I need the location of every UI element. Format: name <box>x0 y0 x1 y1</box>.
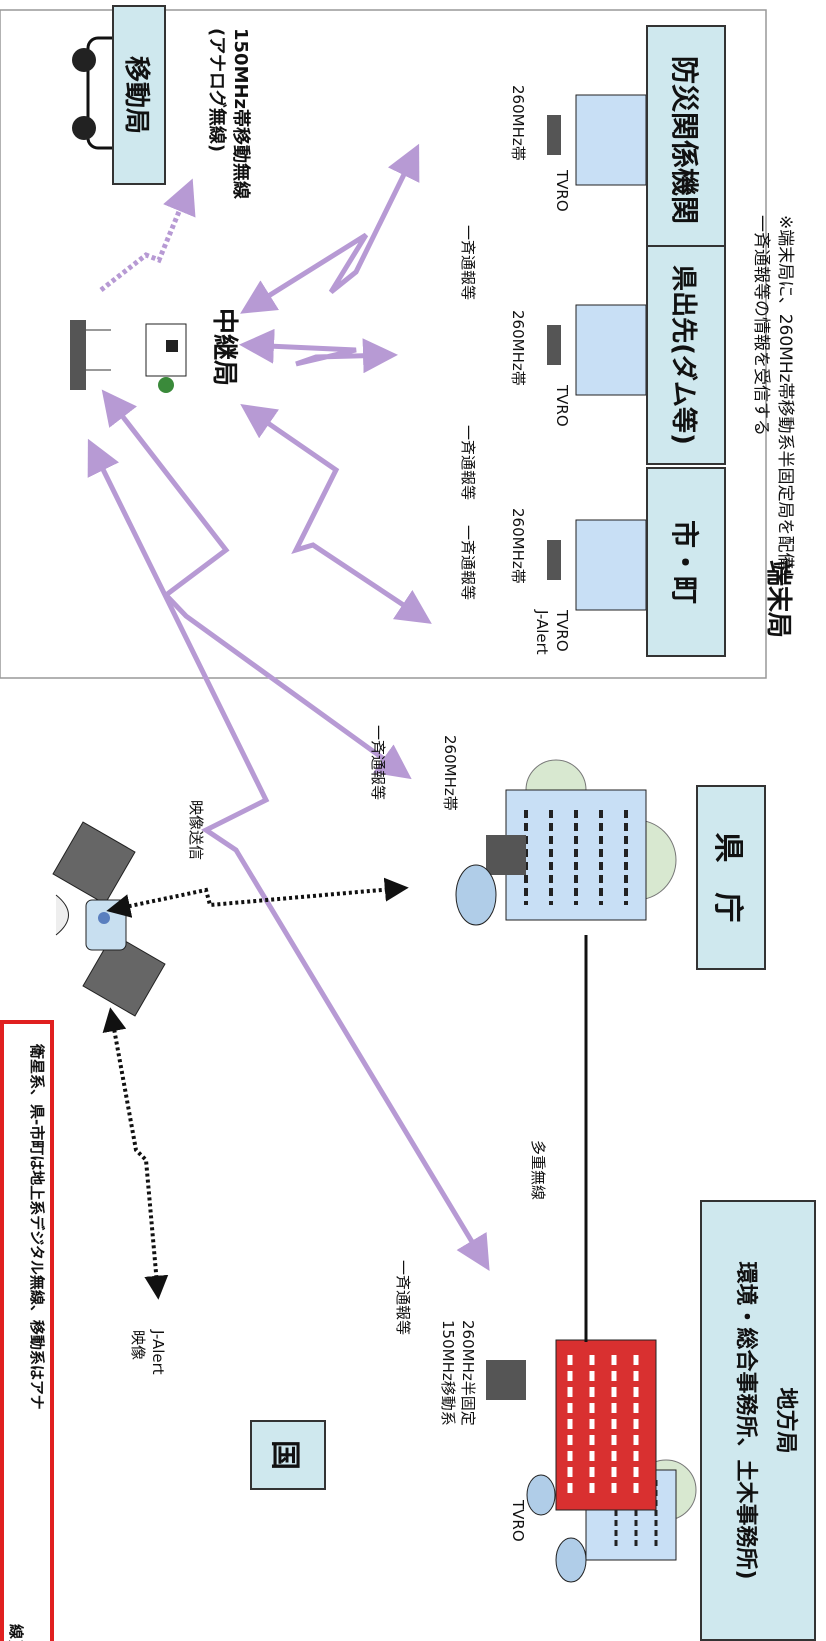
band-150-mobile-label: 150MHz移動系 <box>439 1320 457 1426</box>
legend-line-1: 衛星系、県-市町は地上系デジタル無線、移動系はアナ <box>28 1044 46 1410</box>
band-260-semifixed-label: 260MHz半固定 <box>459 1320 477 1426</box>
tvro-label-2: TVRO <box>553 385 571 427</box>
chihoukyoku-box: 地方局 環境・総合事務所、土木事務所) <box>700 1200 816 1641</box>
tanmatsu-note-1: ※端末局に、260MHz帯移動系半固定局を配備し、 <box>775 215 795 604</box>
idoukyoku-box: 移動局 <box>112 5 166 185</box>
mobile-radio-label-2: (アナログ無線) <box>206 28 227 153</box>
radio-links <box>87 143 490 1271</box>
issei-label-1: 一斉通報等 <box>459 225 477 301</box>
tvro-label-3: TVRO <box>553 610 571 652</box>
legend-note-frame: 衛星系、県-市町は地上系デジタル無線、移動系はアナ 線) <box>0 1020 54 1641</box>
satellite-links <box>102 877 409 1300</box>
relay-tower-icon <box>70 320 187 393</box>
chukei-label: 中継局 <box>209 308 239 387</box>
kuni-box: 国 <box>250 1420 326 1490</box>
satellite-icon <box>52 821 166 1017</box>
issei-label-chihou: 一斉通報等 <box>394 1260 412 1336</box>
chihoukyoku-title: 地方局 <box>773 1387 798 1454</box>
kencho-building-icon <box>455 759 677 926</box>
chihoukyoku-sub: 環境・総合事務所、土木事務所) <box>733 1261 758 1580</box>
issei-label-3: 一斉通報等 <box>459 525 477 601</box>
analog-mobile-link <box>99 178 196 292</box>
jalert-label: J-Alert <box>149 1330 167 1375</box>
band-260-label-3: 260MHz帯 <box>509 508 527 584</box>
tanmatsu-label: 端末局 <box>763 560 793 639</box>
tajuu-musen-label: 多重無線 <box>529 1140 547 1201</box>
tvro-label-1: TVRO <box>553 170 571 212</box>
issei-label-2: 一斉通報等 <box>459 425 477 501</box>
kencho-box: 県 庁 <box>696 785 766 970</box>
chihoukyoku-building-icon <box>486 1339 657 1516</box>
issei-label-kencho: 一斉通報等 <box>369 725 387 801</box>
band-260-label-1: 260MHz帯 <box>509 85 527 161</box>
band-260-label-kencho: 260MHz帯 <box>441 735 459 811</box>
tvro-label-chihou: TVRO <box>509 1500 527 1542</box>
legend-line-2: 線) <box>7 1624 25 1641</box>
ken-desaki-box: 県出先(ダム等) <box>646 245 726 465</box>
band-260-label-2: 260MHz帯 <box>509 310 527 386</box>
jalert-terminal-label: J-Alert <box>533 610 551 655</box>
eizou-label: 映像 <box>129 1330 147 1361</box>
terminal-building-icons <box>547 94 656 611</box>
mobile-radio-label-1: 150MHz帯移動無線 <box>230 28 251 200</box>
bousai-box: 防災関係機関 <box>646 25 726 255</box>
tanmatsu-note-2: 一斉通報等の情報を受信する <box>751 215 771 436</box>
shi-machi-box: 市・町 <box>646 467 726 657</box>
eizou-soushin-label: 映像送信 <box>187 800 205 861</box>
